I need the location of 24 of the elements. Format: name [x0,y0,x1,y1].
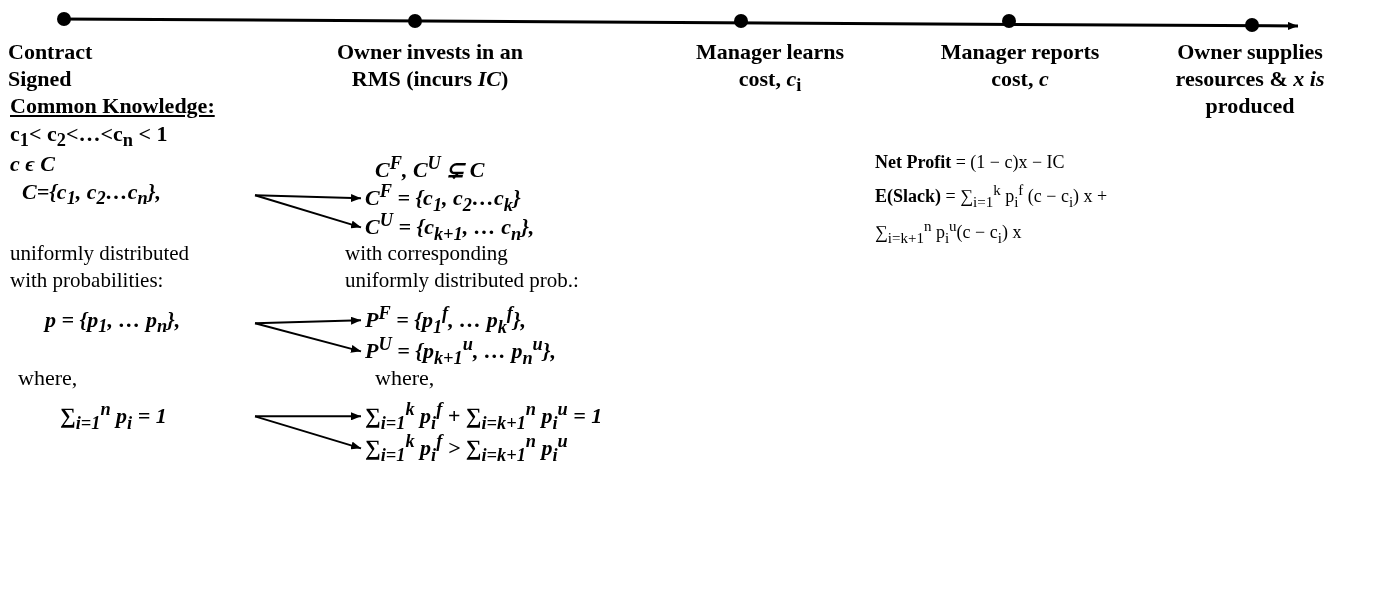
formula-text: C$^{F}$, C$^{U}$ ⊊ C [375,152,485,184]
arrow [254,316,362,325]
arrow [254,194,362,229]
arrow [254,194,362,203]
arrow [254,412,362,421]
formula-text: c ϵ C [10,150,55,177]
formula-text: Net Profit = (1 − c)x − IC [875,151,1065,174]
formula-text: c$_{1}$< c$_{2}$<…<c$_{n}$ < 1 [10,120,168,153]
section-heading: Common Knowledge: [10,92,215,119]
event-label: Manager reports cost, c [939,38,1101,92]
formula-text: E(Slack) = ∑$_{i=1}$$^{k}$ p$_{i}$$^{f}$ (c − c$_{i}$) x + ∑$_{i=k+1}$$^{n}$ p$_{i}$$^{u}$(c − c$_{i}$) x [875,181,1109,248]
description-text: where, [375,364,435,391]
description-text: where, [18,364,78,391]
description-text: uniformly distributed with probabilities: [10,240,191,294]
formula-text: p = {p$_{1}$, … p$_{n}$}, [45,306,181,341]
event-label: Owner supplies resources & x is produced [1174,38,1326,119]
event-label: Manager learns cost, c$_{i}$ [694,38,846,98]
formula-text: ∑$_{i=1}$$^{n}$ p$_{i}$ = 1 [60,396,167,437]
arrow [254,322,362,353]
event-label: Contract Signed [8,38,94,92]
description-text: with corresponding uniformly distributed prob.: [345,240,580,294]
arrow [254,415,362,450]
formula-text: C={c$_{1}$, c$_{2}$…c$_{n}$}, [22,178,161,213]
event-label: Owner invests in an RMS (incurs IC) [336,38,524,92]
